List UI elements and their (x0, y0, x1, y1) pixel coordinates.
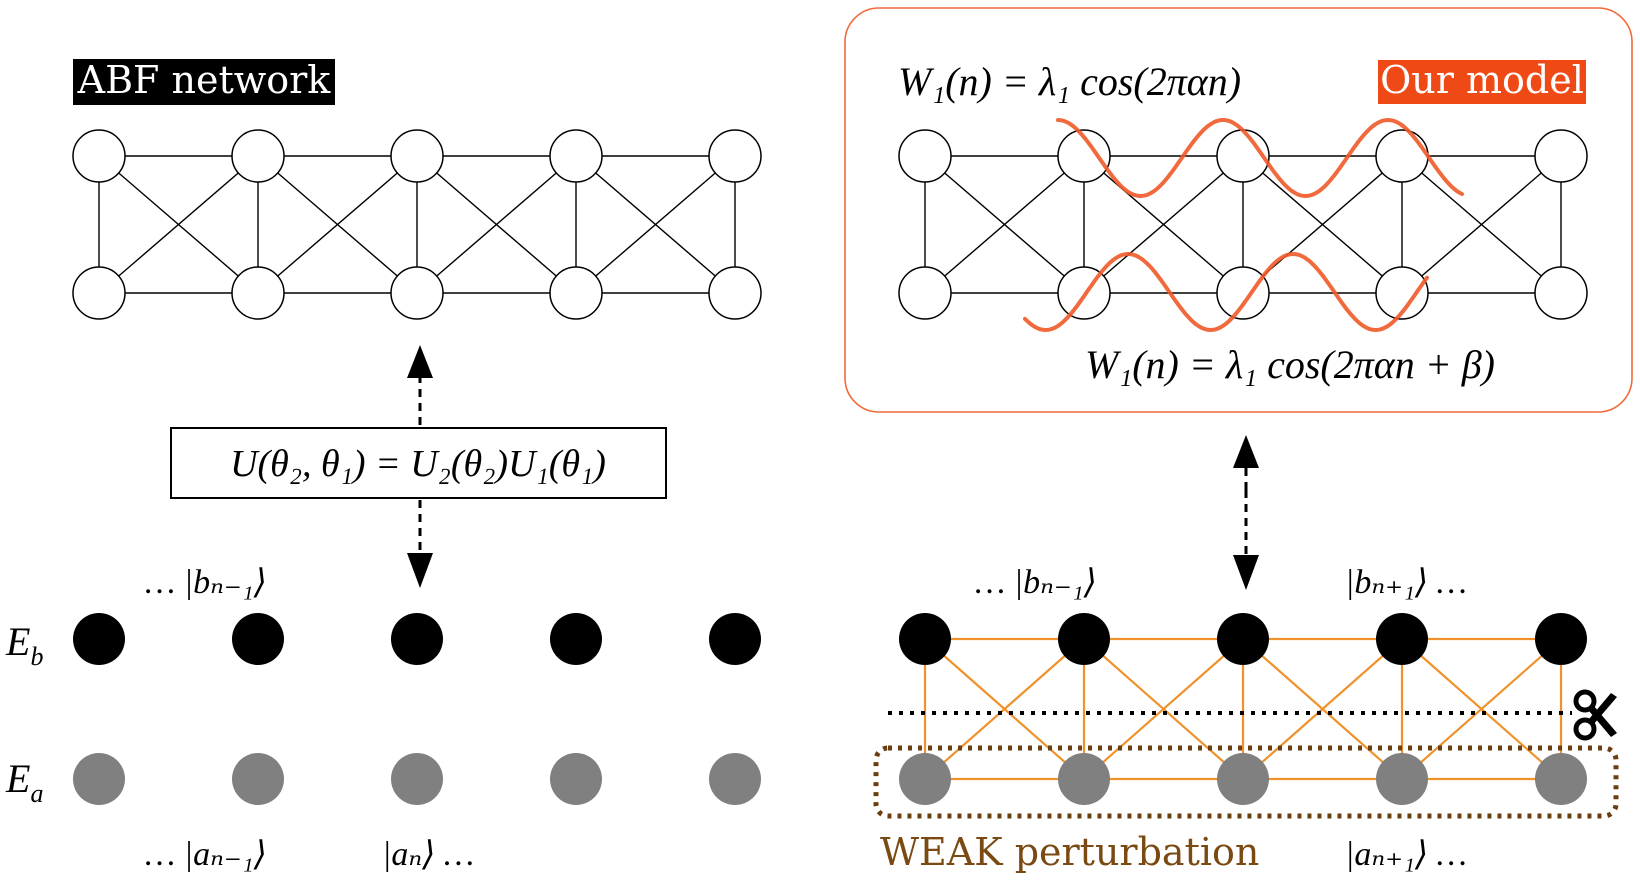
right-ket-b-prev: … |bₙ₋₁⟩ (975, 564, 1097, 601)
energy-a-label: Ea (5, 756, 43, 808)
coupled-cross (1401, 638, 1562, 780)
flat-node-b (550, 613, 602, 665)
operator-arrowhead-up (407, 345, 433, 378)
abf-node-top (708, 129, 762, 183)
abf-cross (257, 155, 418, 294)
coupled-node-a (1376, 753, 1428, 805)
coupled-node-a (1535, 753, 1587, 805)
flat-node-a (709, 753, 761, 805)
model-node-bottom (898, 266, 952, 320)
model-node-top (898, 129, 952, 183)
abf-node-bottom (72, 266, 126, 320)
flat-node-a (550, 753, 602, 805)
abf-cross (98, 155, 259, 294)
model-cross (1401, 155, 1562, 294)
coupled-node-b (1535, 613, 1587, 665)
coupled-node-b (1058, 613, 1110, 665)
model-box (844, 7, 1633, 413)
model-flat-nodes (899, 613, 1587, 805)
abf-node-bottom (708, 266, 762, 320)
model-node-bottom (1216, 266, 1270, 320)
flat-node-b (709, 613, 761, 665)
abf-node-bottom (390, 266, 444, 320)
abf-title-bg (73, 59, 335, 105)
left-abf-panel: ABF network U(θ₂, θ₁) = U₂(θ₂)U₁(θ₁) Eb … (5, 58, 762, 873)
model-node-top (1375, 129, 1429, 183)
abf-cross (575, 155, 736, 294)
operator-arrowhead-down (407, 553, 433, 588)
model-arrowhead-down (1233, 555, 1259, 590)
flat-node-b (232, 613, 284, 665)
operator-formula: U(θ₂, θ₁) = U₂(θ₂)U₁(θ₁) (230, 443, 606, 485)
abf-node-top (72, 129, 126, 183)
right-ket-a-next: |aₙ₊₁⟩ … (1345, 836, 1467, 873)
flat-node-a (391, 753, 443, 805)
right-model-panel: W₁(n) = λ₁ cos(2παn) Our model W₁(n) = λ… (844, 7, 1633, 874)
model-node-top (1534, 129, 1588, 183)
coupled-node-b (899, 613, 951, 665)
coupled-node-a (1058, 753, 1110, 805)
coupled-node-b (1217, 613, 1269, 665)
left-ket-b: … |bₙ₋₁⟩ (145, 564, 267, 601)
formula-bottom: W₁(n) = λ₁ cos(2παn + β) (1085, 342, 1495, 387)
abf-node-top (231, 129, 285, 183)
weak-perturbation-label: WEAK perturbation (880, 830, 1259, 874)
abf-node-bottom (549, 266, 603, 320)
model-arrowhead-up (1233, 435, 1259, 468)
cosine-wave-top (1056, 117, 1464, 199)
right-ket-b-next: |bₙ₊₁⟩ … (1345, 564, 1467, 601)
coupled-cross (1242, 638, 1403, 780)
model-node-bottom (1375, 266, 1429, 320)
flat-node-b (391, 613, 443, 665)
flat-node-b (73, 613, 125, 665)
coupled-cross (924, 638, 1085, 780)
coupled-node-a (1217, 753, 1269, 805)
model-cross (1083, 155, 1244, 294)
abf-node-top (390, 129, 444, 183)
our-model-title: Our model (1380, 58, 1584, 102)
flat-band-nodes (73, 613, 761, 805)
model-node-bottom (1534, 266, 1588, 320)
model-cross (924, 155, 1085, 294)
model-node-top (1057, 129, 1111, 183)
operator-box (170, 427, 667, 499)
abf-cross (416, 155, 577, 294)
our-model-title-bg (1378, 60, 1586, 104)
coupled-node-a (899, 753, 951, 805)
model-lattice-nodes (898, 129, 1588, 320)
flat-node-a (73, 753, 125, 805)
formula-top: W₁(n) = λ₁ cos(2παn) (898, 59, 1241, 104)
scissors-icon (1573, 689, 1617, 741)
cosine-wave-bottom (1023, 251, 1429, 333)
abf-node-top (549, 129, 603, 183)
left-ket-a: |aₙ⟩ … (382, 836, 474, 873)
energy-b-label: Eb (5, 619, 43, 671)
left-ket-a-prev: … |aₙ₋₁⟩ (145, 836, 267, 873)
abf-lattice-nodes (72, 129, 762, 320)
flat-node-a (232, 753, 284, 805)
abf-node-bottom (231, 266, 285, 320)
abf-title: ABF network (77, 58, 332, 102)
coupled-node-b (1376, 613, 1428, 665)
coupled-cross (1083, 638, 1244, 780)
